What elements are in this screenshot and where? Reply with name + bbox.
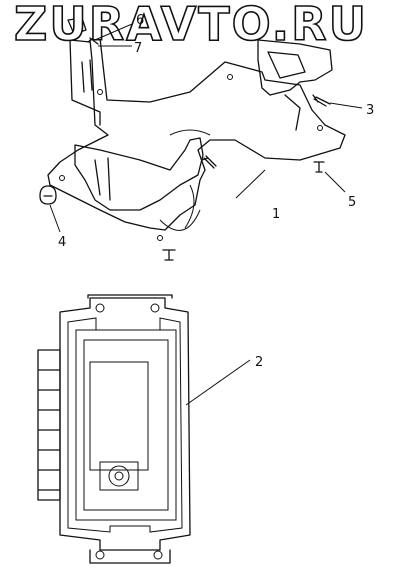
leader-2 — [185, 359, 251, 406]
callout-3: 3 — [366, 103, 374, 118]
mount-hole — [150, 303, 160, 313]
callout-7: 7 — [134, 41, 142, 56]
bracket-hole — [97, 89, 103, 95]
bracket-hole — [317, 125, 323, 131]
screw-icon — [201, 155, 217, 169]
callout-2: 2 — [255, 355, 263, 370]
bracket-hole — [227, 74, 233, 80]
leader-5 — [324, 171, 346, 193]
leader-1 — [235, 169, 266, 199]
bracket-vertical-tab — [69, 39, 101, 126]
mount-hole — [95, 303, 105, 313]
control-unit-panel — [75, 329, 177, 521]
bracket-right-cradle — [257, 39, 333, 131]
bracket-hole — [157, 235, 163, 241]
small-fastener-icon — [67, 17, 99, 45]
watermark-text: ZURAVTO.RU — [14, 0, 368, 51]
bottom-ear — [89, 549, 171, 564]
control-unit-rim — [67, 317, 183, 533]
center-boss-inner — [114, 471, 124, 481]
control-unit-housing — [59, 297, 191, 551]
bracket-hole — [59, 175, 65, 181]
mount-hole — [95, 550, 105, 560]
center-boss — [108, 465, 130, 487]
rivet-icon — [313, 161, 325, 173]
callout-leaders — [49, 23, 363, 406]
leader-6 — [94, 23, 133, 41]
screw-icon — [312, 94, 331, 107]
callout-6: 6 — [136, 13, 144, 28]
control-unit-label-area — [89, 361, 149, 471]
bracket-assembly — [39, 17, 346, 261]
control-unit — [37, 294, 191, 564]
callout-1: 1 — [272, 207, 280, 222]
bracket-inner-curve — [159, 129, 211, 231]
leader-4 — [49, 204, 61, 233]
top-ear — [87, 294, 173, 299]
rivet-icon — [162, 249, 176, 261]
callout-5: 5 — [348, 195, 356, 210]
connector-block — [37, 349, 61, 501]
bracket-left-flange — [74, 137, 204, 211]
clip-icon — [39, 185, 57, 205]
callout-4: 4 — [58, 235, 66, 250]
boss-frame — [99, 461, 139, 491]
bracket-plate — [47, 37, 346, 231]
leader-3 — [329, 102, 363, 109]
mount-hole — [153, 550, 163, 560]
